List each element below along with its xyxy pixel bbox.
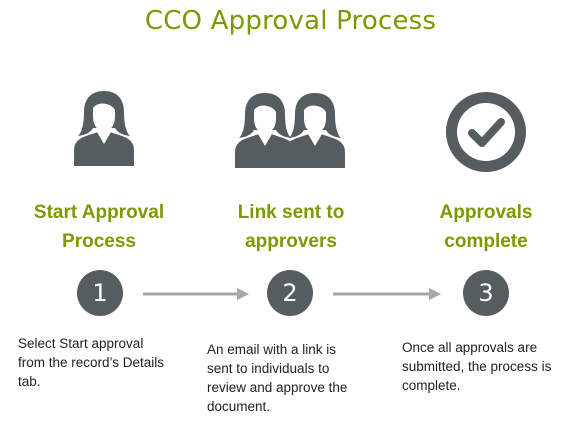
step-1-title-line2: Process	[62, 231, 136, 252]
step-3-description: Once all approvals are submitted, the pr…	[402, 340, 552, 393]
step-2-number-badge: 2	[267, 270, 313, 316]
step-2-description: An email with a link is sent to individu…	[207, 342, 348, 414]
step-3-title-line1: Approvals	[439, 202, 533, 223]
arrow-step-1-to-2	[143, 288, 249, 300]
step-1-title: Start Approval Process	[4, 198, 194, 256]
step-1-number-badge: 1	[77, 270, 123, 316]
step-3-title-line2: complete	[444, 231, 528, 252]
person-icon	[74, 91, 134, 166]
arrow-step-2-to-3	[333, 288, 441, 300]
step-1-title-line1: Start Approval	[33, 202, 165, 223]
step-3-title: Approvals complete	[391, 198, 581, 256]
step-2-title: Link sent to approvers	[196, 198, 386, 256]
step-1-description: Select Start approval from the record’s …	[18, 336, 165, 389]
step-3-number-badge: 3	[463, 270, 509, 316]
step-2-title-line2: approvers	[245, 231, 337, 252]
checkmark-circle-icon	[446, 92, 526, 172]
two-people-icon	[235, 93, 345, 168]
step-2-title-line1: Link sent to	[237, 202, 345, 223]
diagram-title: CCO Approval Process	[144, 6, 437, 36]
